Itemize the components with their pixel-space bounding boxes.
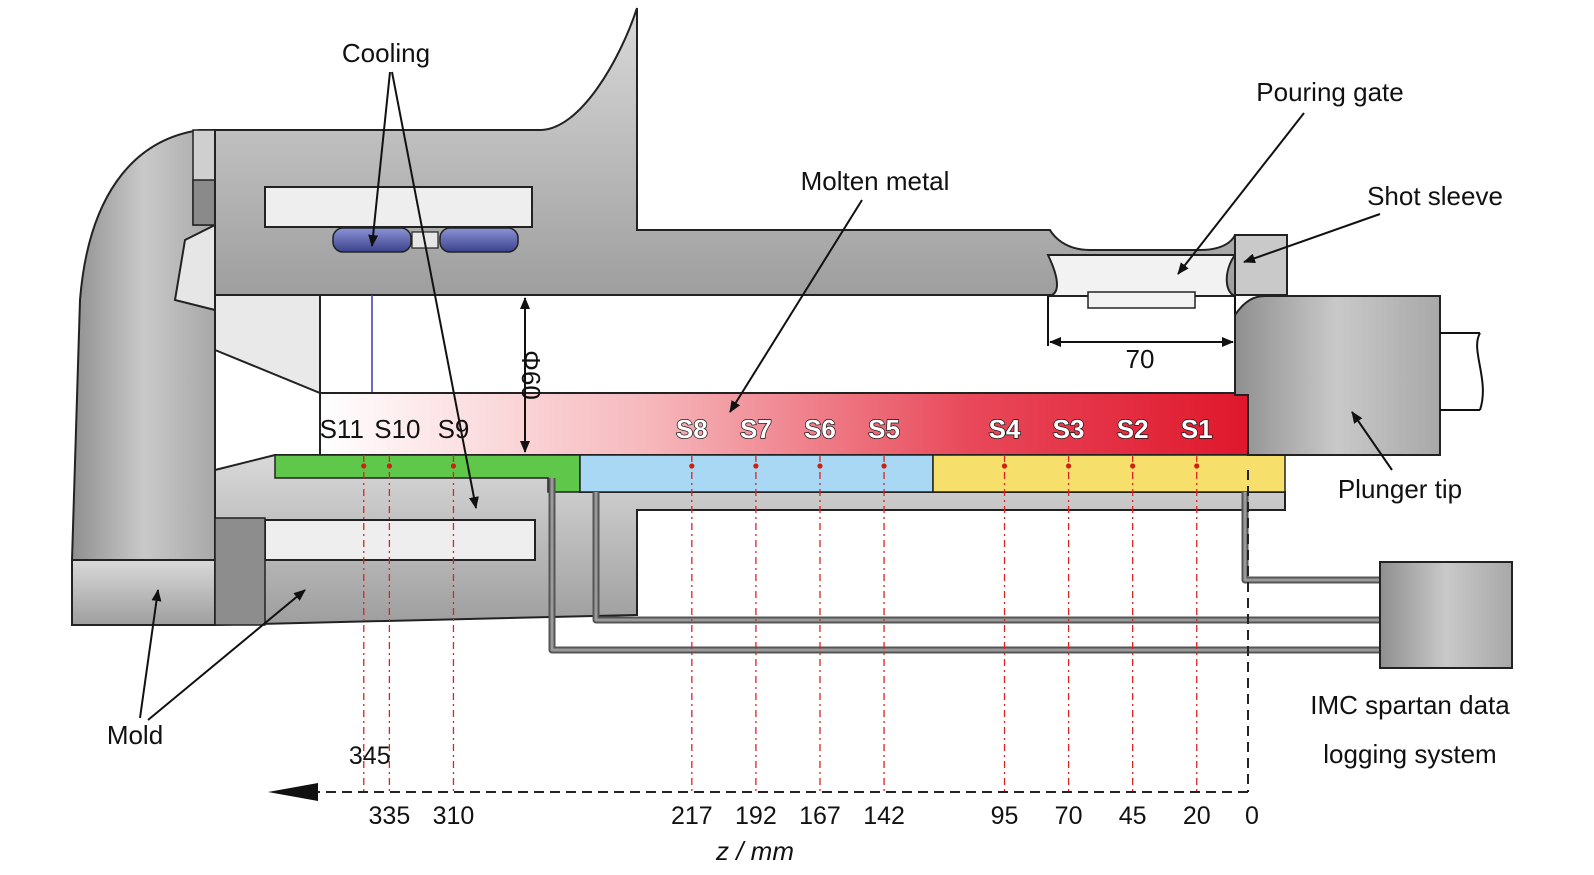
axis-tick-70: 70 [1055, 802, 1083, 830]
cooling-leader-1 [368, 71, 391, 247]
pouring-gate-label: Pouring gate [1256, 77, 1403, 107]
axis-tick-95: 95 [991, 802, 1019, 830]
sensor-group: S1 S2 S3 S4 S5 S6 S7 S8 S9 S10 S11 [320, 413, 1213, 792]
plunger-tip-shape [1234, 295, 1484, 456]
axis-tick-20: 20 [1183, 802, 1211, 830]
axis-ticks: 345 335 310 217 192 167 142 95 70 45 20 0 [349, 742, 1259, 830]
cooling-label: Cooling [342, 38, 430, 68]
diameter-label: Φ60 [516, 350, 546, 400]
sensor-label-s1: S1 [1181, 414, 1213, 444]
mold-label: Mold [107, 720, 163, 750]
z-axis [268, 470, 1249, 801]
axis-label: z / mm [715, 836, 794, 866]
axis-tick-217: 217 [671, 802, 713, 830]
shot-sleeve-label: Shot sleeve [1367, 181, 1503, 211]
pouring-gate-opening [1046, 254, 1237, 346]
sensor-point-s5 [881, 463, 887, 469]
sensor-label-s11: S11 [320, 414, 364, 444]
sensor-label-s8: S8 [676, 414, 708, 444]
molten-metal-label: Molten metal [801, 166, 950, 196]
plunger-tip-label: Plunger tip [1338, 474, 1462, 504]
sensor-point-s11 [361, 463, 367, 469]
pouring-gate-leader [1177, 112, 1305, 275]
data-logger-box [1379, 561, 1513, 669]
axis-tick-310: 310 [433, 802, 475, 830]
sensor-point-s6 [817, 463, 823, 469]
logging-system-label-1: IMC spartan data [1310, 690, 1510, 720]
axis-tick-0: 0 [1245, 802, 1259, 830]
axis-tick-167: 167 [799, 802, 841, 830]
sensor-point-s4 [1001, 463, 1008, 469]
sensor-label-s10: S10 [374, 414, 420, 444]
sensor-point-s10 [386, 463, 392, 469]
axis-tick-45: 45 [1119, 802, 1147, 830]
sensor-label-s7: S7 [740, 414, 772, 444]
sensor-label-s6: S6 [804, 414, 836, 444]
axis-tick-192: 192 [735, 802, 777, 830]
sensor-point-s3 [1065, 463, 1072, 469]
axis-tick-142: 142 [863, 802, 905, 830]
gate-width-label: 70 [1126, 344, 1155, 374]
sensor-point-s8 [689, 463, 695, 469]
shot-sleeve-leader [1243, 213, 1381, 264]
sensor-label-s5: S5 [868, 414, 900, 444]
axis-tick-345: 345 [349, 742, 391, 770]
sensor-label-s9: S9 [438, 414, 470, 444]
mold-leader-2 [147, 589, 306, 721]
lower-die [214, 454, 1286, 627]
sensor-label-s3: S3 [1053, 414, 1085, 444]
cooling-leader-2 [391, 71, 479, 509]
sensor-point-s2 [1130, 463, 1136, 469]
sensor-point-s1 [1194, 463, 1200, 469]
mold-leader-1 [139, 589, 162, 719]
logging-system-label-2: logging system [1323, 739, 1496, 769]
molten-metal-region [319, 392, 1249, 456]
mold-body [70, 129, 216, 626]
molten-metal-leader [729, 199, 863, 413]
plunger-tip-leader [1351, 411, 1393, 471]
axis-tick-335: 335 [369, 802, 411, 830]
shot-sleeve-end [1234, 234, 1288, 296]
upper-die [214, 7, 1236, 395]
sensor-point-s9 [450, 463, 457, 469]
sensor-point-s7 [753, 463, 759, 469]
sensor-label-s2: S2 [1117, 414, 1149, 444]
data-cables [548, 478, 1380, 654]
sensor-label-s4: S4 [989, 414, 1021, 444]
